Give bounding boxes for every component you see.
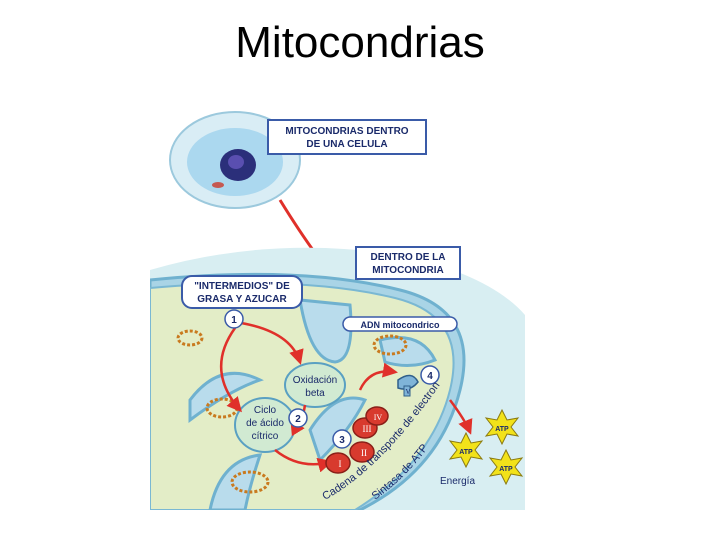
cell-label-line2: DE UNA CELULA [306, 139, 387, 150]
step-3: 3 [332, 429, 352, 449]
cristae [188, 298, 438, 510]
svg-text:de ácido: de ácido [246, 418, 284, 429]
svg-text:III: III [363, 424, 372, 434]
cell-label-box: MITOCONDRIAS DENTRO DE UNA CELULA [267, 119, 427, 155]
beta-oxidation-bubble: Oxidación beta [284, 362, 346, 408]
complex-ii: II [349, 441, 375, 463]
svg-text:V: V [405, 388, 410, 396]
atp-synthase-complex-v: V [397, 374, 419, 397]
intermedios-line1: "INTERMEDIOS" DE [194, 281, 290, 292]
svg-text:I: I [339, 459, 342, 469]
svg-text:1: 1 [231, 315, 237, 326]
cell-label-line1: MITOCONDRIAS DENTRO [285, 126, 408, 137]
intermedios-label-box: "INTERMEDIOS" DE GRASA Y AZUCAR [181, 275, 303, 309]
svg-text:IV: IV [374, 413, 383, 422]
svg-text:Oxidación: Oxidación [293, 375, 337, 386]
step-1: 1 [224, 309, 244, 329]
step-4: 4 [420, 365, 440, 385]
svg-text:Ciclo: Ciclo [254, 405, 277, 416]
mito-label-box: DENTRO DE LA MITOCONDRIA [355, 246, 461, 280]
slide-title: Mitocondrias [235, 18, 485, 67]
mitochondria-diagram: MITOCONDRIAS DENTRO DE UNA CELULA DENTRO… [150, 100, 525, 510]
svg-text:cítrico: cítrico [252, 431, 279, 442]
svg-text:3: 3 [339, 435, 345, 446]
svg-text:2: 2 [295, 414, 301, 425]
complex-iv: IV [365, 406, 389, 426]
intermedios-line2: GRASA Y AZUCAR [197, 294, 287, 305]
mito-label-line1: DENTRO DE LA [371, 252, 446, 263]
svg-text:beta: beta [305, 388, 325, 399]
citric-acid-cycle-bubble: Ciclo de ácido cítrico [234, 397, 296, 453]
svg-text:II: II [361, 448, 367, 458]
svg-text:ATP: ATP [459, 449, 473, 456]
mito-label-line2: MITOCONDRIA [372, 265, 443, 276]
step-2: 2 [288, 408, 308, 428]
atp-star-top: ATP [484, 408, 520, 446]
svg-text:ADN mitocondrico: ADN mitocondrico [360, 320, 440, 330]
svg-text:ATP: ATP [499, 466, 513, 473]
svg-text:ATP: ATP [495, 426, 509, 433]
atp-star-left: ATP [448, 431, 484, 469]
energy-label: Energía [440, 476, 475, 487]
flow-arrows [220, 320, 473, 473]
svg-text:4: 4 [427, 371, 433, 382]
complex-i: I [325, 452, 351, 474]
atp-star-right: ATP [488, 448, 524, 486]
adn-label: ADN mitocondrico [342, 316, 458, 332]
